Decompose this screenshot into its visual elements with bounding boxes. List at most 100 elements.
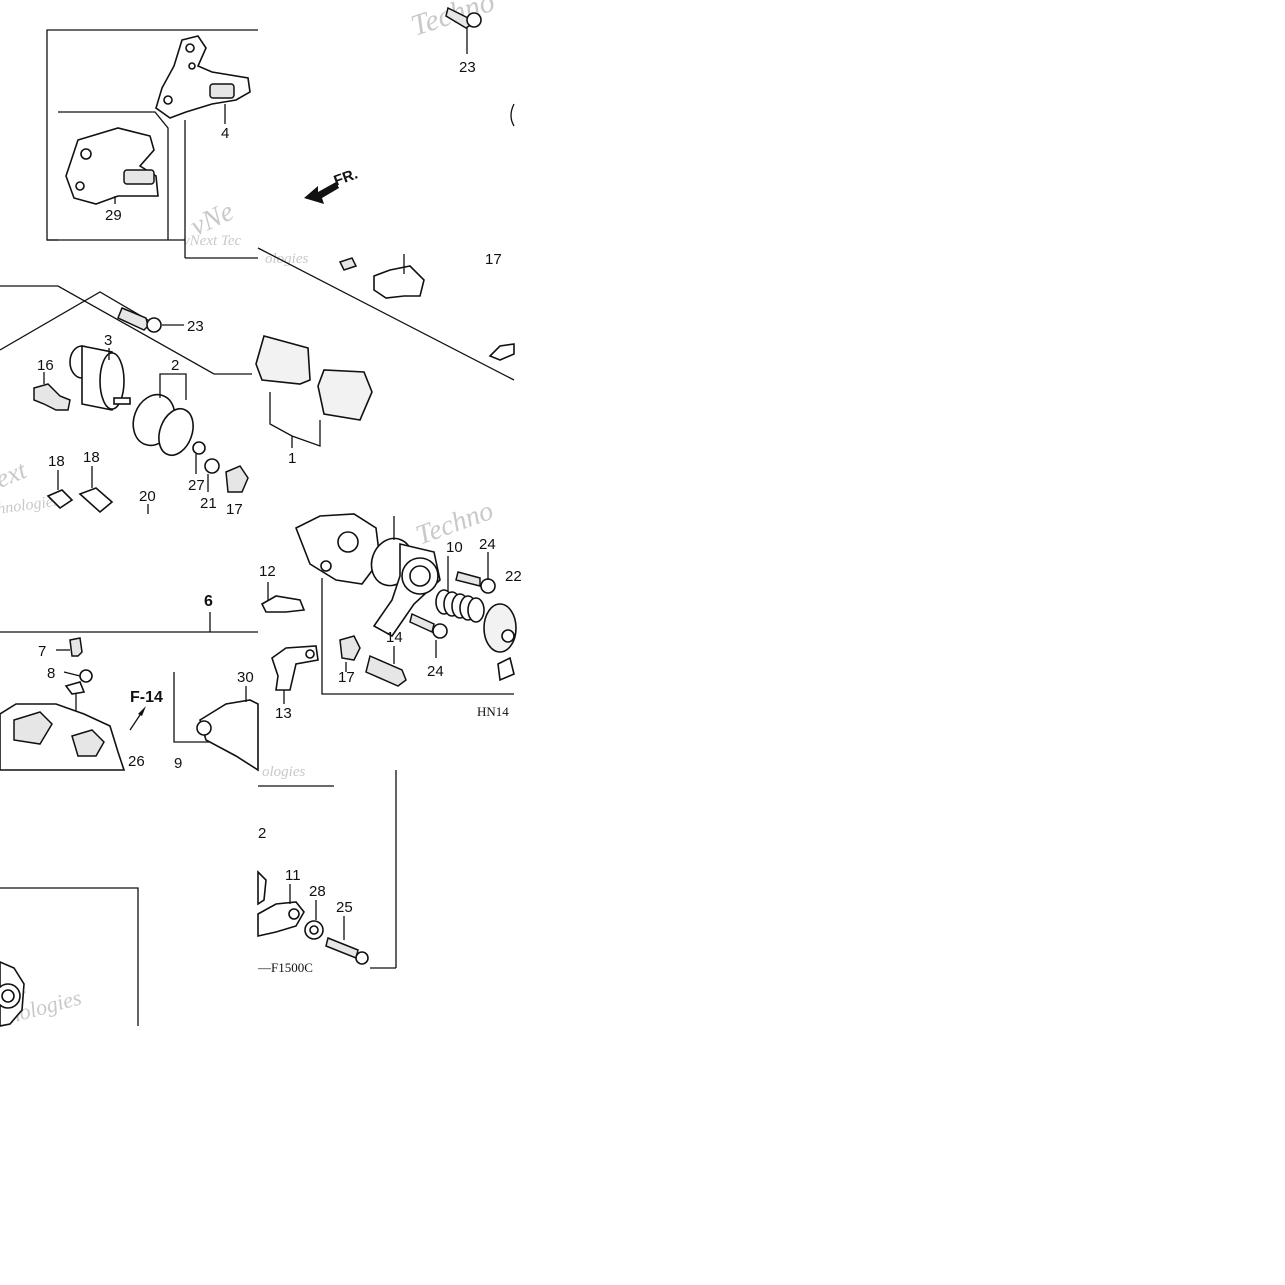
watermark-text: Techno	[407, 0, 499, 43]
front-arrow-icon	[304, 182, 339, 204]
callout-11: 11	[285, 867, 301, 884]
callout-16: 16	[37, 357, 54, 374]
bracket-hole	[188, 62, 196, 70]
callout-9: 9	[174, 755, 182, 772]
callout-1: 1	[288, 450, 296, 467]
tile-lower-left	[0, 612, 259, 772]
tile-lower-center	[257, 770, 397, 969]
boot-icon	[339, 635, 361, 661]
callout-17: 17	[485, 251, 502, 268]
callout-28: 28	[309, 883, 326, 900]
seal-ring-icon	[158, 407, 194, 457]
callout-14: 14	[386, 629, 403, 646]
reference-label: F-14	[130, 689, 163, 706]
bolt-head-icon	[146, 317, 162, 333]
spring-clip-icon	[260, 595, 306, 613]
callout-6: 6	[204, 593, 213, 610]
callout-29: 29	[105, 207, 122, 224]
callout-20: 20	[139, 488, 156, 505]
callout-8: 8	[47, 665, 55, 682]
pin-icon	[46, 489, 74, 510]
caliper-port	[71, 729, 105, 757]
callout-21: 21	[200, 495, 217, 512]
callout-13: 13	[275, 705, 292, 722]
bolt-head-icon	[355, 951, 369, 965]
watermark-text: ologies	[265, 251, 308, 267]
rotor-hub	[501, 629, 515, 643]
tile-top-right	[445, 6, 515, 127]
callout-27: 27	[188, 477, 205, 494]
washer-inner	[309, 925, 319, 935]
bolt-icon	[455, 571, 481, 587]
bolt-icon	[409, 612, 435, 634]
bracket-hole	[305, 649, 315, 659]
pin-icon	[78, 487, 114, 514]
washer-icon	[204, 458, 220, 474]
boot-icon	[225, 465, 249, 493]
pin-icon	[338, 257, 358, 271]
lever-hole	[288, 908, 300, 920]
callout-3: 3	[104, 332, 112, 349]
washer-icon	[64, 681, 86, 695]
bolt-icon	[33, 383, 71, 411]
diagram-code-bottom: —F1500C	[257, 960, 313, 975]
callout-2: 2	[171, 357, 179, 374]
callout-10: 10	[446, 539, 463, 556]
bracket-hole	[185, 43, 195, 53]
lever-bracket	[65, 127, 159, 205]
lever-arm-icon	[257, 901, 305, 937]
bracket-shaft	[209, 83, 235, 99]
clip-icon	[497, 656, 515, 682]
callout-4: 4	[221, 125, 229, 142]
bleeder-valve-icon	[69, 637, 83, 657]
clip-icon	[488, 343, 515, 361]
caliper-bracket	[155, 35, 251, 119]
bolt-head-icon	[480, 578, 496, 594]
lever-hole	[196, 720, 212, 736]
tile-middle-right	[257, 247, 515, 381]
watermark-text: ext	[0, 455, 31, 494]
callout-18: 18	[48, 453, 65, 470]
caliper-hole	[320, 560, 332, 572]
caliper-bore-inner	[1, 989, 15, 1003]
watermark-text: vNext Tec	[183, 233, 242, 249]
rotor-disc-icon	[483, 603, 517, 653]
brake-pad-icon	[255, 335, 311, 385]
caliper-block	[13, 711, 53, 745]
arm-edge	[257, 870, 267, 906]
callout-24: 24	[427, 663, 444, 680]
callout-17: 17	[338, 669, 355, 686]
bracket-hole	[163, 95, 173, 105]
callout-17: 17	[226, 501, 243, 518]
callout-25: 25	[336, 899, 353, 916]
bolt-icon	[117, 307, 149, 331]
spring-icon	[435, 589, 485, 623]
slide-pin-icon	[365, 654, 407, 687]
diagram-code: HN14	[477, 704, 509, 719]
bolt-icon	[325, 936, 359, 960]
watermark-text: ologies	[262, 764, 305, 780]
caliper-bore	[337, 531, 359, 553]
tile-top-left	[46, 29, 339, 259]
callout-2: 2	[258, 825, 266, 842]
callout-23: 23	[459, 59, 476, 76]
callout-22: 22	[505, 568, 522, 585]
clip-icon	[373, 265, 425, 299]
caliper-housing-icon	[294, 513, 381, 585]
callout-7: 7	[38, 643, 46, 660]
bolt-head-icon	[466, 12, 482, 28]
arrow-icon	[138, 706, 146, 716]
tile-center	[260, 513, 517, 704]
callout-12: 12	[259, 563, 276, 580]
callout-24: 24	[479, 536, 496, 553]
callout-23: 23	[187, 318, 204, 335]
lever-assembly-icon	[199, 699, 259, 772]
callout-18: 18	[83, 449, 100, 466]
callout-labels: 23 4 29 23 3 16 2 1 18 18 20 27 21 17 17…	[37, 59, 522, 916]
lever-shaft	[123, 169, 155, 185]
brake-pad-icon	[317, 369, 373, 421]
bracket-hole	[75, 181, 85, 191]
arm-hub-inner	[409, 565, 431, 587]
tile-bottom-left	[0, 887, 139, 1027]
